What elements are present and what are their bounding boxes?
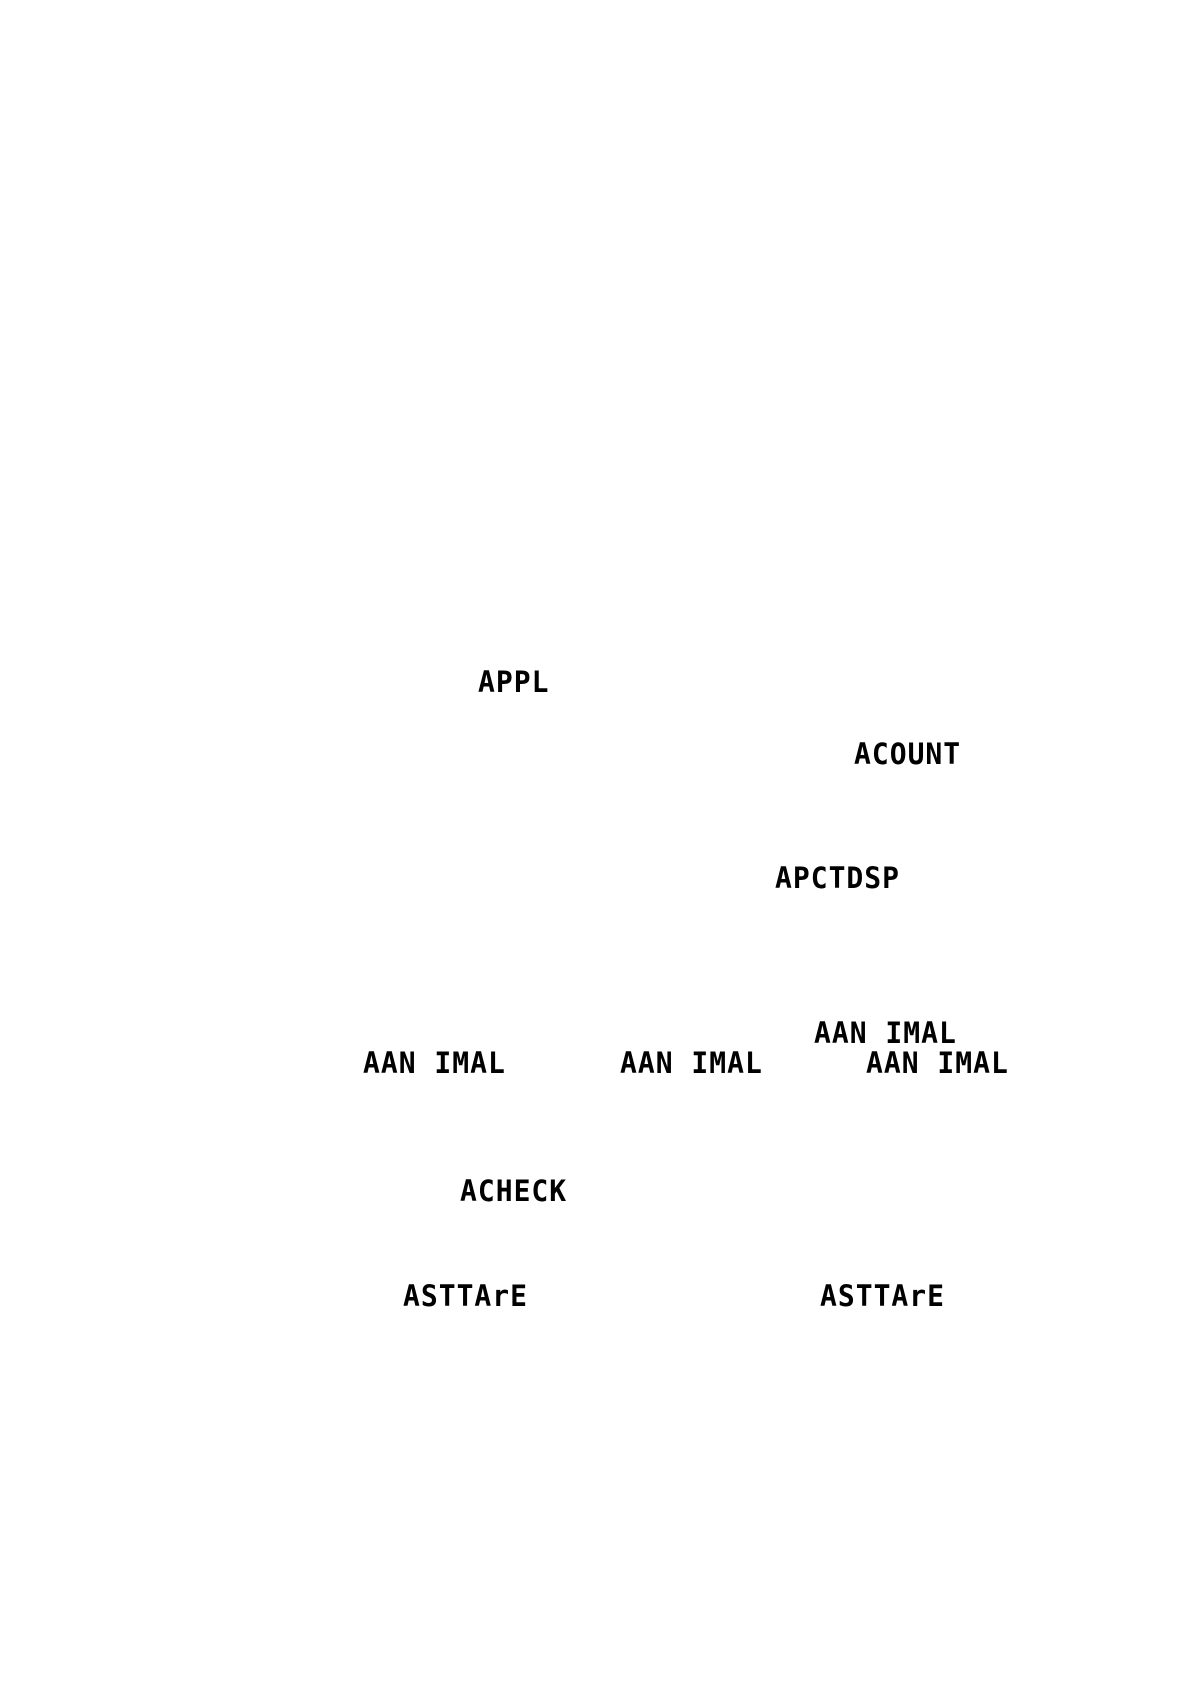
label-astate-right: ASTTArE bbox=[820, 1278, 946, 1314]
label-aanimal-left: AAN IMAL bbox=[363, 1045, 506, 1081]
label-aanimal-right: AAN IMAL bbox=[866, 1045, 1009, 1081]
label-acount: ACOUNT bbox=[854, 736, 962, 772]
label-appl: APPL bbox=[478, 664, 550, 700]
label-apctdsp: APCTDSP bbox=[775, 860, 901, 896]
label-aanimal-center: AAN IMAL bbox=[620, 1045, 763, 1081]
label-astate-left: ASTTArE bbox=[403, 1278, 529, 1314]
label-acheck: ACHECK bbox=[460, 1173, 568, 1209]
label-aanimal-upper: AAN IMAL bbox=[814, 1015, 957, 1051]
